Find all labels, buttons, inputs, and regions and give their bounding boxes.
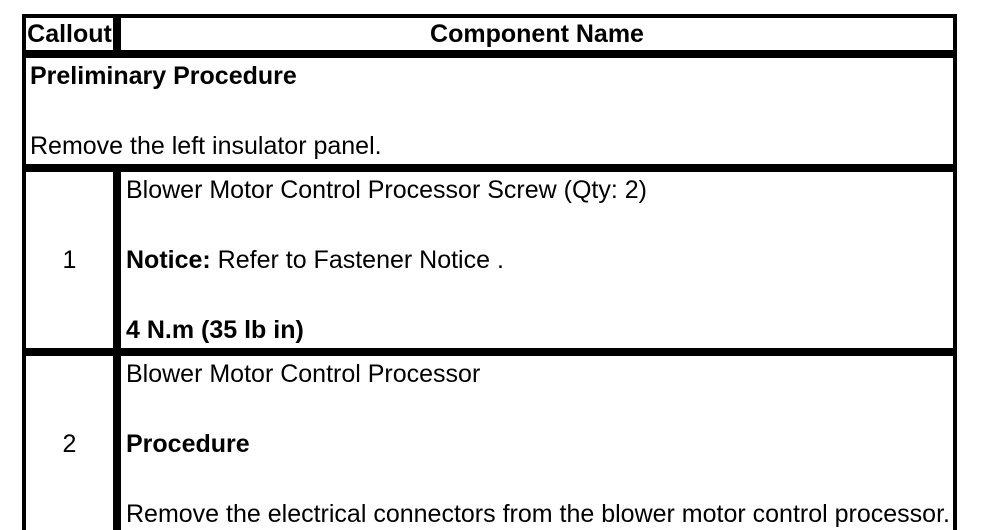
- text-line: [126, 278, 951, 313]
- text: Remove the electrical connectors from th…: [126, 500, 950, 528]
- preliminary-procedure-cell: Preliminary Procedure Remove the left in…: [22, 54, 957, 168]
- callout-column-header: Callout: [22, 14, 117, 54]
- table-row: 1 Blower Motor Control Processor Screw (Q…: [22, 168, 957, 352]
- text: Refer to Fastener Notice .: [210, 246, 504, 274]
- header-row: Callout Component Name: [22, 14, 957, 54]
- text: Blower Motor Control Processor Screw (Qt…: [126, 176, 647, 204]
- component-cell: Blower Motor Control Processor Screw (Qt…: [117, 168, 957, 352]
- text-line: 4 N.m (35 lb in): [126, 313, 951, 348]
- bold-text: Notice:: [126, 246, 211, 274]
- text: Blower Motor Control Processor: [126, 360, 481, 388]
- callout-cell: 2: [22, 352, 117, 530]
- table-body: Preliminary Procedure Remove the left in…: [22, 54, 957, 530]
- text-line: Notice: Refer to Fastener Notice .: [126, 243, 951, 278]
- text: Remove the left insulator panel.: [30, 132, 382, 160]
- text-line: Blower Motor Control Processor: [126, 357, 951, 392]
- text-line: Procedure: [126, 427, 951, 462]
- text-line: [126, 392, 951, 427]
- component-callout-table: Callout Component Name Preliminary Proce…: [22, 14, 957, 530]
- text-line: [126, 462, 951, 497]
- bold-text: 4 N.m (35 lb in): [126, 316, 304, 344]
- component-name-column-header: Component Name: [117, 14, 957, 54]
- bold-text: Preliminary Procedure: [30, 62, 297, 90]
- table-header: Callout Component Name: [22, 14, 957, 54]
- bold-text: Procedure: [126, 430, 250, 458]
- text-line: Remove the left insulator panel.: [30, 129, 949, 164]
- callout-cell: 1: [22, 168, 117, 352]
- text-line: Remove the electrical connectors from th…: [126, 497, 951, 530]
- preliminary-procedure-row: Preliminary Procedure Remove the left in…: [22, 54, 957, 168]
- text-line: Preliminary Procedure: [30, 59, 949, 94]
- text-line: [126, 208, 951, 243]
- text-line: [30, 94, 949, 129]
- text-line: Blower Motor Control Processor Screw (Qt…: [126, 173, 951, 208]
- component-cell: Blower Motor Control Processor Procedure…: [117, 352, 957, 530]
